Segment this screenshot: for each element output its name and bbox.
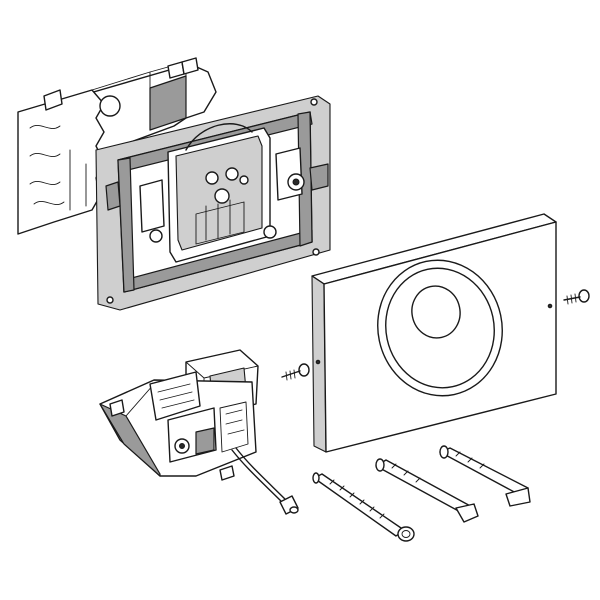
screw-left <box>281 363 310 381</box>
actuator-cover-plate <box>311 213 557 453</box>
screw-right <box>563 289 590 305</box>
actuating-rod-2 <box>375 458 479 523</box>
actuating-rod-1 <box>312 472 415 542</box>
electronic-module <box>99 349 299 515</box>
mounting-bracket <box>17 57 217 235</box>
actuating-rod-3 <box>439 445 531 507</box>
mounting-frame <box>95 95 331 311</box>
